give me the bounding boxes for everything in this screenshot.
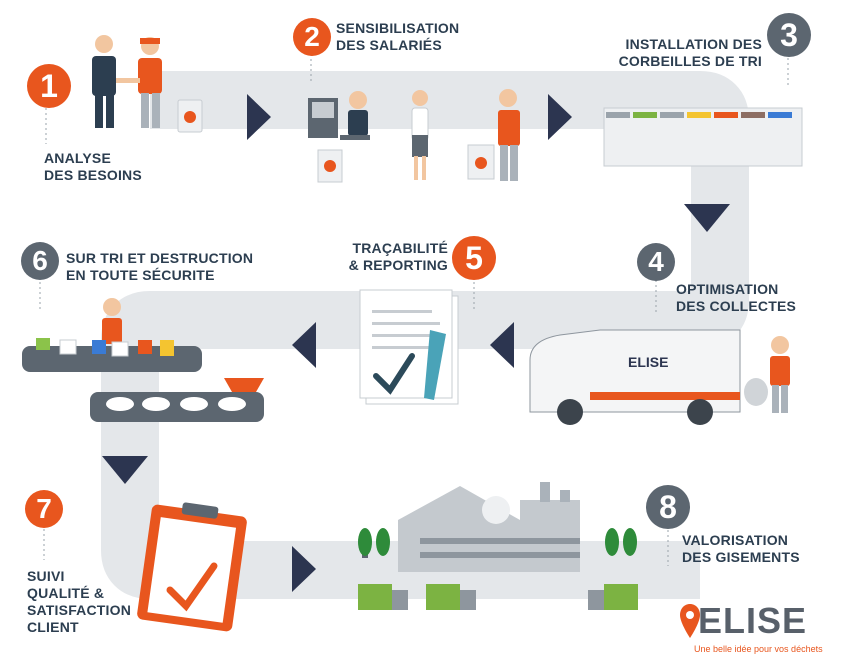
clipboard-illustration bbox=[137, 502, 247, 632]
step-8-number: 8 bbox=[646, 485, 690, 529]
step-6-number: 6 bbox=[21, 242, 59, 280]
sorting-bins-illustration bbox=[603, 107, 803, 167]
logo-word: ELISE bbox=[698, 600, 808, 641]
step-5-number: 5 bbox=[452, 236, 496, 280]
report-document-illustration bbox=[359, 289, 459, 405]
handshake-illustration bbox=[92, 35, 203, 133]
factory-illustration bbox=[358, 482, 638, 610]
step-2-number: 2 bbox=[293, 18, 331, 56]
step-7-number: 7 bbox=[25, 490, 63, 528]
step-4-number: 4 bbox=[637, 243, 675, 281]
training-illustration bbox=[308, 89, 520, 183]
arrow-left-icon bbox=[292, 322, 316, 368]
van-brand-text: ELISE bbox=[628, 354, 668, 370]
elise-logo: ELISE Une belle idée pour vos déchets bbox=[680, 598, 823, 656]
arrow-right-icon bbox=[292, 546, 316, 592]
logo-tagline: Une belle idée pour vos déchets bbox=[694, 644, 823, 654]
arrow-right-icon bbox=[247, 94, 271, 140]
arrow-down-icon bbox=[102, 456, 148, 484]
arrow-left-icon bbox=[490, 322, 514, 368]
arrow-down-icon bbox=[684, 204, 730, 232]
step-3-number: 3 bbox=[767, 13, 811, 57]
location-pin-icon bbox=[680, 604, 700, 638]
collection-van-illustration bbox=[529, 329, 790, 425]
step-1-number: 1 bbox=[27, 64, 71, 108]
conveyor-illustration bbox=[22, 298, 264, 422]
step-5-label: TRAÇABILITÉ& REPORTING bbox=[348, 240, 448, 273]
arrow-right-icon bbox=[548, 94, 572, 140]
